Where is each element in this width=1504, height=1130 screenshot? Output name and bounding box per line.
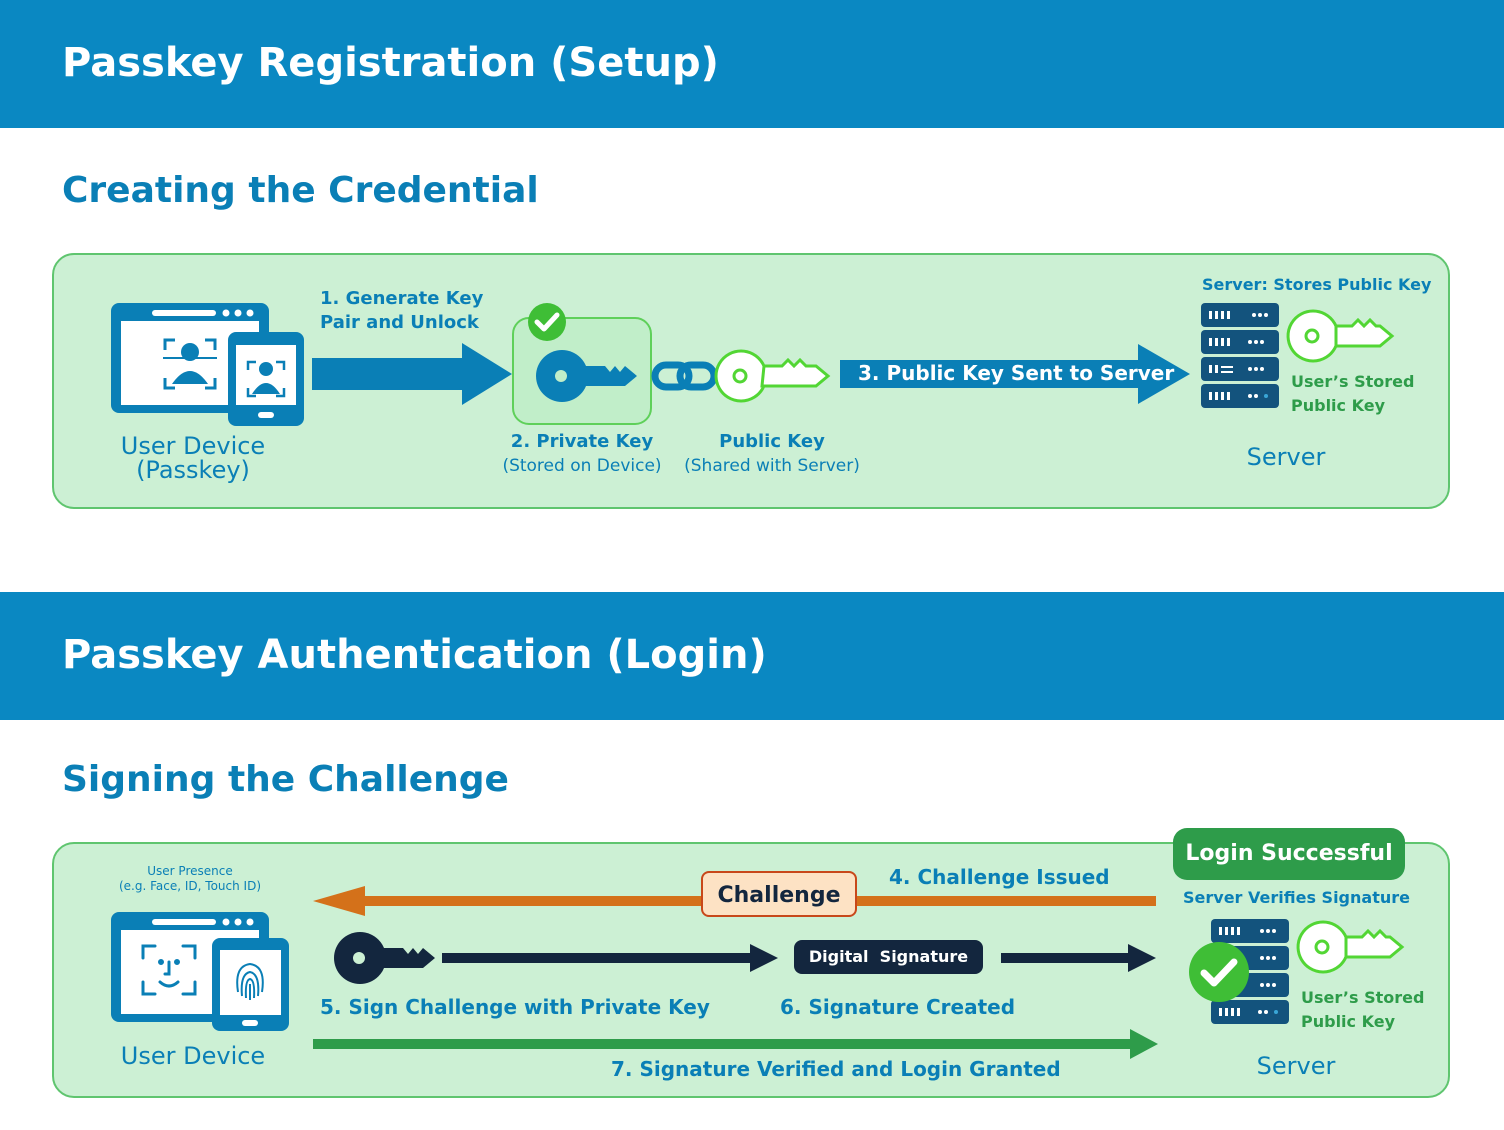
public-key-sub: (Shared with Server)	[684, 456, 860, 476]
user-device-icon	[111, 303, 304, 426]
private-key-sub: (Stored on Device)	[502, 456, 662, 476]
login-server-label: Server	[1256, 1052, 1336, 1080]
check-icon	[528, 303, 566, 341]
registration-banner: Passkey Registration (Setup)	[0, 0, 1504, 128]
verified-check-icon	[1189, 942, 1249, 1002]
send-public-key-arrow	[840, 344, 1190, 404]
step1-label: 1. Generate Key Pair and Unlock	[320, 288, 484, 333]
chain-link-icon	[651, 361, 718, 391]
public-key-label: Public Key	[719, 431, 825, 452]
server-verifies-label: Server Verifies Signature	[1183, 888, 1410, 907]
credential-section-title: Creating the Credential	[62, 170, 539, 211]
user-device-label: User Device (Passkey)	[120, 432, 266, 484]
signature-arrow	[1001, 944, 1156, 972]
stored-key-label: User’s Stored Public Key	[1291, 372, 1415, 415]
server-label: Server	[1246, 443, 1326, 471]
sign-arrow	[442, 944, 778, 972]
step3-label: 3. Public Key Sent to Server	[858, 361, 1175, 385]
step6-label: 6. Signature Created	[780, 995, 1016, 1019]
verified-arrow	[313, 1029, 1158, 1059]
private-key-icon	[536, 350, 637, 402]
server-icon	[1201, 303, 1279, 408]
login-user-device-label: User Device	[120, 1042, 266, 1070]
step4-label: 4. Challenge Issued	[889, 865, 1110, 889]
public-key-icon	[714, 349, 831, 403]
step7-label: 7. Signature Verified and Login Granted	[611, 1057, 1061, 1081]
server-stores-label: Server: Stores Public Key	[1202, 275, 1432, 294]
user-presence-label: User Presence (e.g. Face, ID, Touch ID)	[118, 864, 261, 893]
challenge-section-title: Signing the Challenge	[62, 759, 509, 800]
authentication-banner: Passkey Authentication (Login)	[0, 592, 1504, 720]
challenge-box: Challenge	[701, 871, 857, 917]
generate-arrow	[312, 343, 512, 405]
private-key-label: 2. Private Key	[510, 431, 654, 452]
login-device-icon	[111, 912, 289, 1031]
registration-title: Passkey Registration (Setup)	[62, 40, 719, 86]
signing-key-icon	[334, 932, 435, 984]
authentication-title: Passkey Authentication (Login)	[62, 632, 767, 678]
digital-signature-box: Digital Signature	[794, 940, 983, 974]
stored-public-key-icon	[1286, 309, 1395, 363]
login-successful-badge: Login Successful	[1173, 828, 1405, 880]
login-stored-key-label: User’s Stored Public Key	[1301, 988, 1425, 1031]
step5-label: 5. Sign Challenge with Private Key	[320, 995, 710, 1019]
login-stored-key-icon	[1296, 920, 1405, 974]
